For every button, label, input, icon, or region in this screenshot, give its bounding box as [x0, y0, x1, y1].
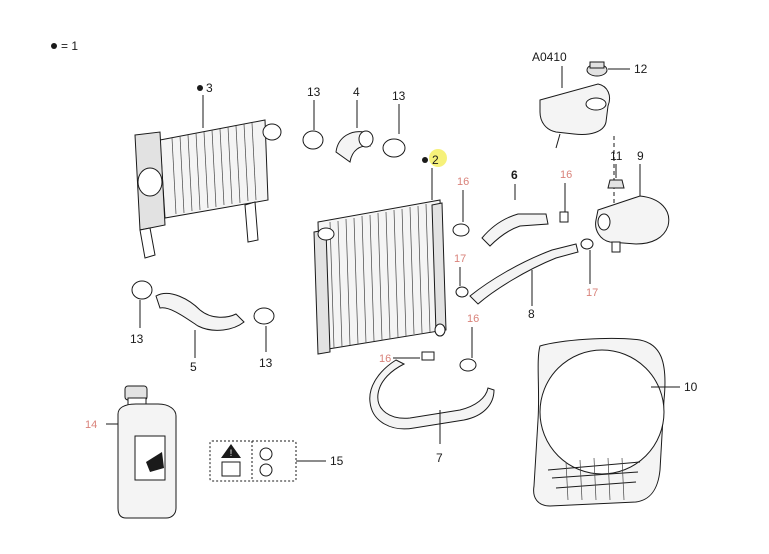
fan-shroud-part-10[interactable] [533, 337, 666, 507]
label-11: 11 [610, 149, 623, 163]
hose-part-6[interactable] [481, 213, 549, 247]
expansion-tank-A0410[interactable] [539, 83, 611, 149]
manual-icon [221, 461, 241, 477]
label-14: 14 [85, 419, 97, 431]
label-16-b: 16 [560, 169, 572, 181]
label-3: 3 [206, 81, 213, 95]
tank-part-9[interactable] [595, 195, 670, 253]
clamp-part-17-b[interactable] [580, 238, 594, 250]
label-10: 10 [684, 380, 698, 394]
label-16-d: 16 [379, 353, 391, 365]
label-8: 8 [528, 307, 535, 321]
label-6: 6 [511, 168, 518, 182]
hose-part-5[interactable] [155, 292, 245, 331]
legend-text: = 1 [61, 39, 78, 53]
warning-label-part-15[interactable]: ! [209, 440, 297, 482]
label-13-top-right: 13 [392, 89, 406, 103]
clamp-part-13-lower-right[interactable] [253, 307, 275, 325]
label-13-lower-left: 13 [130, 332, 144, 346]
label-17-a: 17 [454, 253, 466, 265]
callout-dot-3 [197, 85, 203, 91]
label-12: 12 [634, 62, 648, 76]
clamp-part-13-lower-left[interactable] [131, 280, 153, 300]
highlight-2 [429, 149, 447, 167]
hose-part-4[interactable] [335, 130, 374, 163]
cap-part-12[interactable] [586, 61, 608, 77]
label-2: 2 [432, 153, 439, 167]
fan-icon [259, 447, 273, 461]
label-4: 4 [353, 85, 360, 99]
hand-icon [259, 463, 273, 477]
hose-part-7[interactable] [369, 359, 495, 430]
label-7: 7 [436, 451, 443, 465]
clamp-part-13-top-left[interactable] [302, 130, 324, 150]
label-16-c: 16 [467, 313, 479, 325]
radiator-part-2[interactable] [313, 199, 447, 355]
label-16-a: 16 [457, 176, 469, 188]
cap-part-11[interactable] [607, 179, 625, 189]
hose-part-8[interactable] [469, 243, 579, 305]
label-15: 15 [330, 454, 344, 468]
clamp-part-16-a[interactable] [452, 223, 470, 237]
label-17-b: 17 [586, 287, 598, 299]
svg-text:!: ! [230, 448, 233, 458]
label-13-lower-right: 13 [259, 356, 273, 370]
warning-triangle-icon [221, 444, 241, 458]
clamp-part-13-top-right[interactable] [382, 138, 406, 158]
clamp-part-16-d[interactable] [421, 351, 435, 361]
clamp-part-16-c[interactable] [459, 358, 477, 372]
callout-dot-2 [422, 157, 428, 163]
coolant-bottle-part-14[interactable] [117, 385, 177, 519]
clamp-part-16-b[interactable] [559, 211, 569, 223]
legend-dot [51, 43, 57, 49]
diagram-code: A0410 [532, 50, 567, 64]
label-13-top-left: 13 [307, 85, 321, 99]
label-9: 9 [637, 149, 644, 163]
label-5: 5 [190, 360, 197, 374]
clamp-part-17-a[interactable] [455, 286, 469, 298]
intercooler-part-3[interactable] [134, 119, 282, 259]
